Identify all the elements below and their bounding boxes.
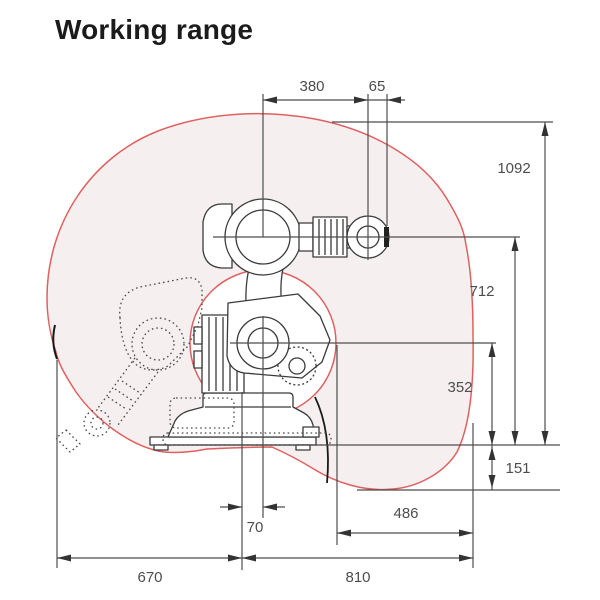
page-title: Working range xyxy=(55,14,254,45)
dim-label-486: 486 xyxy=(393,505,418,522)
phantom-joint xyxy=(131,317,185,371)
dim-label-380: 380 xyxy=(299,78,324,95)
dim-label-712: 712 xyxy=(469,283,494,300)
phantom-flange xyxy=(55,429,81,453)
dimension-annotations xyxy=(56,94,560,570)
dim-label-670: 670 xyxy=(137,569,162,586)
dimension-labels: 380 65 1092 712 352 151 486 70 670 810 xyxy=(137,78,530,586)
robot-base-plate xyxy=(149,436,317,446)
dim-label-151: 151 xyxy=(505,460,530,477)
dim-label-352: 352 xyxy=(447,379,472,396)
dim-label-65: 65 xyxy=(369,78,386,95)
robot-side-view xyxy=(149,198,390,451)
phantom-arm-housing xyxy=(119,277,203,371)
axis-limit-arc-left xyxy=(52,324,58,360)
phantom-wrist xyxy=(83,409,111,437)
dim-label-810: 810 xyxy=(345,569,370,586)
robot-shoulder-housing xyxy=(202,203,233,269)
dim-label-1092: 1092 xyxy=(497,160,530,177)
dim-label-70: 70 xyxy=(247,519,264,536)
axis-limit-arc-right xyxy=(314,396,329,484)
phantom-cable-box xyxy=(169,397,235,429)
